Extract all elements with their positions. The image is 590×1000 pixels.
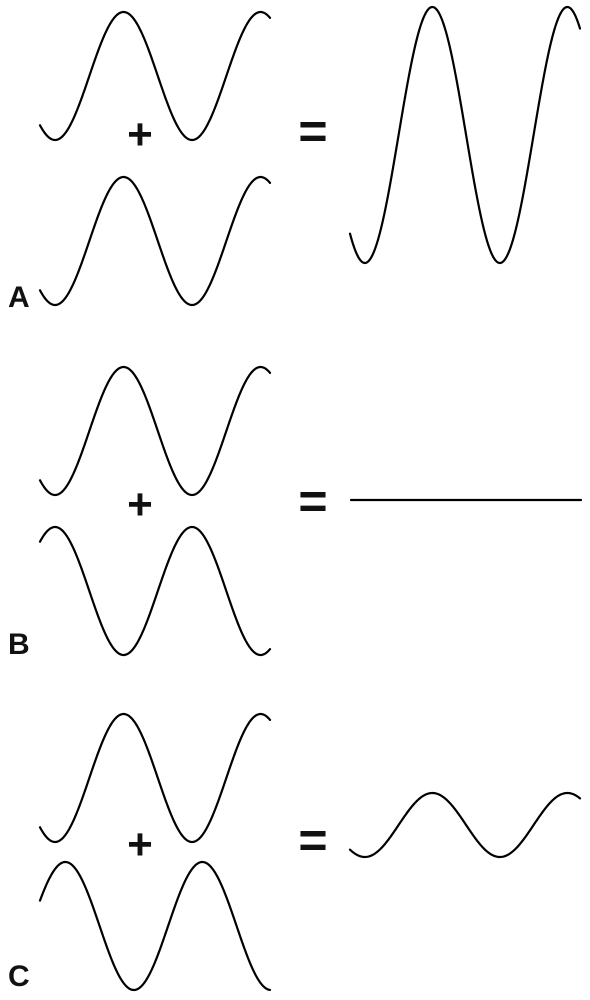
panel-b-label: B — [8, 628, 30, 661]
panel-b-plus-sign: + — [127, 480, 153, 529]
panel-b-equals-sign: = — [298, 473, 328, 529]
panel-a-wave-1 — [38, 10, 272, 142]
panel-c-wave-1 — [38, 712, 272, 844]
panel-c-resultant-wave — [348, 791, 582, 859]
panel-b-wave-2 — [38, 525, 272, 657]
panel-a-wave-2 — [38, 175, 272, 307]
panel-a-plus-sign: + — [127, 110, 153, 159]
panel-c-equals-sign: = — [298, 812, 328, 868]
panel-a-resultant-wave — [348, 5, 582, 265]
panel-a-label: A — [8, 281, 30, 314]
panel-c-label: C — [8, 960, 30, 993]
panel-c-plus-sign: + — [127, 820, 153, 869]
panel-b-wave-1 — [38, 365, 272, 497]
panel-c-wave-2 — [38, 860, 272, 992]
panel-a-equals-sign: = — [298, 103, 328, 159]
